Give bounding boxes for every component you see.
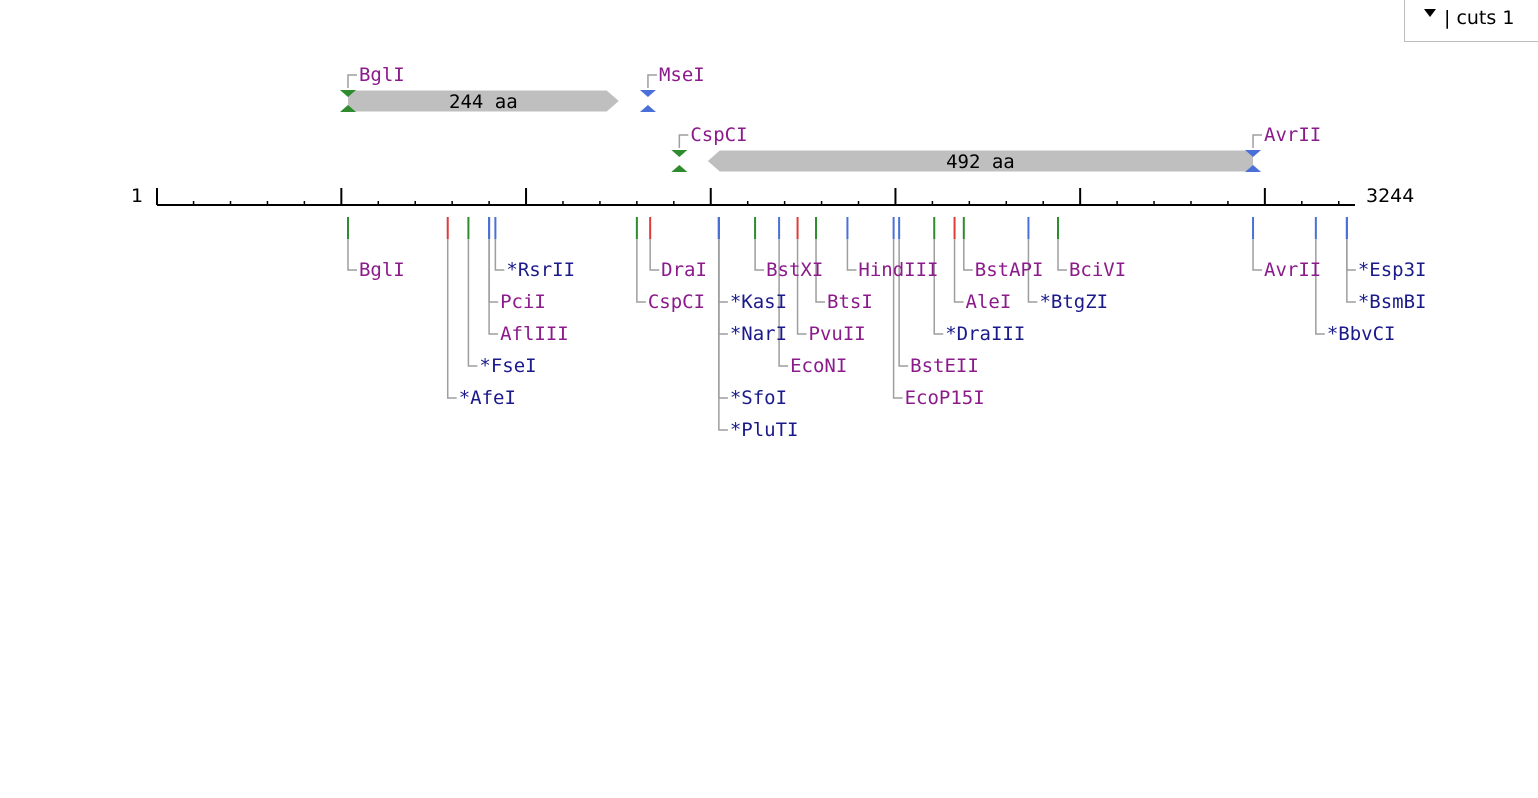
- enzyme-site-label: CspCI: [648, 291, 705, 313]
- site-leader: [446, 239, 457, 399]
- site-leader: [1027, 239, 1038, 303]
- site-leader: [718, 239, 728, 431]
- enzyme-site-label: *SfoI: [730, 387, 787, 409]
- site-leader: [1057, 239, 1067, 271]
- site-leader: [467, 239, 478, 367]
- enzyme-site-label: AleI: [966, 291, 1012, 313]
- site-marker-triangle: [339, 90, 356, 97]
- sequence-ruler: 1 3244: [131, 185, 1414, 207]
- site-leader: [347, 239, 357, 271]
- sites-layer: *Esp3I *BsmBI *BbvCI AvrII BciVI *BtgZI BstAPI…: [346, 217, 1427, 441]
- enzyme-site-label: EcoNI: [790, 355, 847, 377]
- marker-leader: [1252, 134, 1263, 148]
- site-leader: [636, 239, 646, 303]
- site-leader: [1346, 239, 1356, 271]
- enzyme-site-label: *KasI: [730, 291, 787, 313]
- site-leader: [963, 239, 973, 271]
- enzyme-site-label: *BbvCI: [1327, 323, 1396, 345]
- site-leader: [953, 239, 964, 303]
- orf-label: 244 aa: [449, 91, 518, 113]
- enzyme-site-label: BglI: [359, 259, 405, 281]
- orf-label: 492 aa: [946, 151, 1015, 173]
- site-leader: [1315, 239, 1325, 335]
- enzyme-site-label: HindIII: [858, 259, 938, 281]
- enzyme-site-label: EcoP15I: [905, 387, 985, 409]
- site-leader: [718, 239, 728, 303]
- display-dropdown-label: | cuts 1: [1444, 7, 1515, 29]
- enzyme-site-label: *BtgZI: [1039, 291, 1108, 313]
- site-leader: [846, 239, 857, 271]
- enzyme-site-label: *PluTI: [730, 419, 799, 441]
- dropdown-arrow-icon: [1424, 9, 1436, 17]
- feature-marker-label: AvrII: [1264, 124, 1321, 146]
- enzyme-site-label: BstXI: [766, 259, 823, 281]
- marker-leader: [678, 134, 689, 148]
- site-leader: [1252, 239, 1263, 271]
- enzyme-site-label: *RsrII: [506, 259, 575, 281]
- site-leader: [718, 239, 728, 399]
- ruler-start-label: 1: [131, 185, 143, 207]
- site-leader: [718, 239, 728, 335]
- marker-leader: [347, 74, 357, 88]
- enzyme-site-label: PciI: [500, 291, 546, 313]
- site-leader: [815, 239, 826, 303]
- site-leader: [754, 239, 765, 271]
- display-dropdown[interactable]: | cuts 1: [1404, 0, 1538, 42]
- enzyme-site-label: PvuII: [809, 323, 866, 345]
- site-marker-triangle: [1245, 165, 1262, 172]
- feature-marker-label: CspCI: [690, 124, 747, 146]
- ruler-end-label: 3244: [1366, 185, 1414, 207]
- enzyme-site-label: *Esp3I: [1358, 259, 1427, 281]
- site-leader: [892, 239, 903, 399]
- marker-leader: [647, 74, 657, 88]
- enzyme-site-label: DraI: [661, 259, 707, 281]
- enzyme-site-label: *AfeI: [459, 387, 516, 409]
- enzyme-site-label: BstEII: [910, 355, 979, 377]
- enzyme-site-label: *NarI: [730, 323, 787, 345]
- site-leader: [933, 239, 944, 335]
- site-leader: [649, 239, 660, 271]
- site-leader: [796, 239, 807, 335]
- site-leader: [1346, 239, 1356, 303]
- site-leader: [898, 239, 909, 367]
- enzyme-site-label: BstAPI: [975, 259, 1044, 281]
- features-layer: 244 aa 492 aa BglI MseI CspCI AvrII: [339, 64, 1321, 173]
- feature-marker-label: BglI: [359, 64, 405, 86]
- site-leader: [494, 239, 505, 271]
- site-leader: [778, 239, 789, 367]
- enzyme-site-label: *FseI: [479, 355, 536, 377]
- enzyme-site-label: BciVI: [1069, 259, 1126, 281]
- enzyme-site-label: AflIII: [500, 323, 569, 345]
- site-marker-triangle: [639, 90, 656, 97]
- enzyme-site-label: *BsmBI: [1358, 291, 1427, 313]
- site-marker-triangle: [671, 165, 688, 172]
- orf-arrow: [707, 150, 1254, 172]
- enzyme-site-label: *DraIII: [945, 323, 1025, 345]
- site-leader: [488, 239, 499, 335]
- site-marker-triangle: [339, 105, 356, 112]
- feature-marker-label: MseI: [659, 64, 705, 86]
- site-marker-triangle: [671, 150, 688, 157]
- site-marker-triangle: [1245, 150, 1262, 157]
- site-marker-triangle: [639, 105, 656, 112]
- enzyme-site-label: BtsI: [827, 291, 873, 313]
- enzyme-site-label: AvrII: [1264, 259, 1321, 281]
- orf-arrow: [347, 90, 619, 112]
